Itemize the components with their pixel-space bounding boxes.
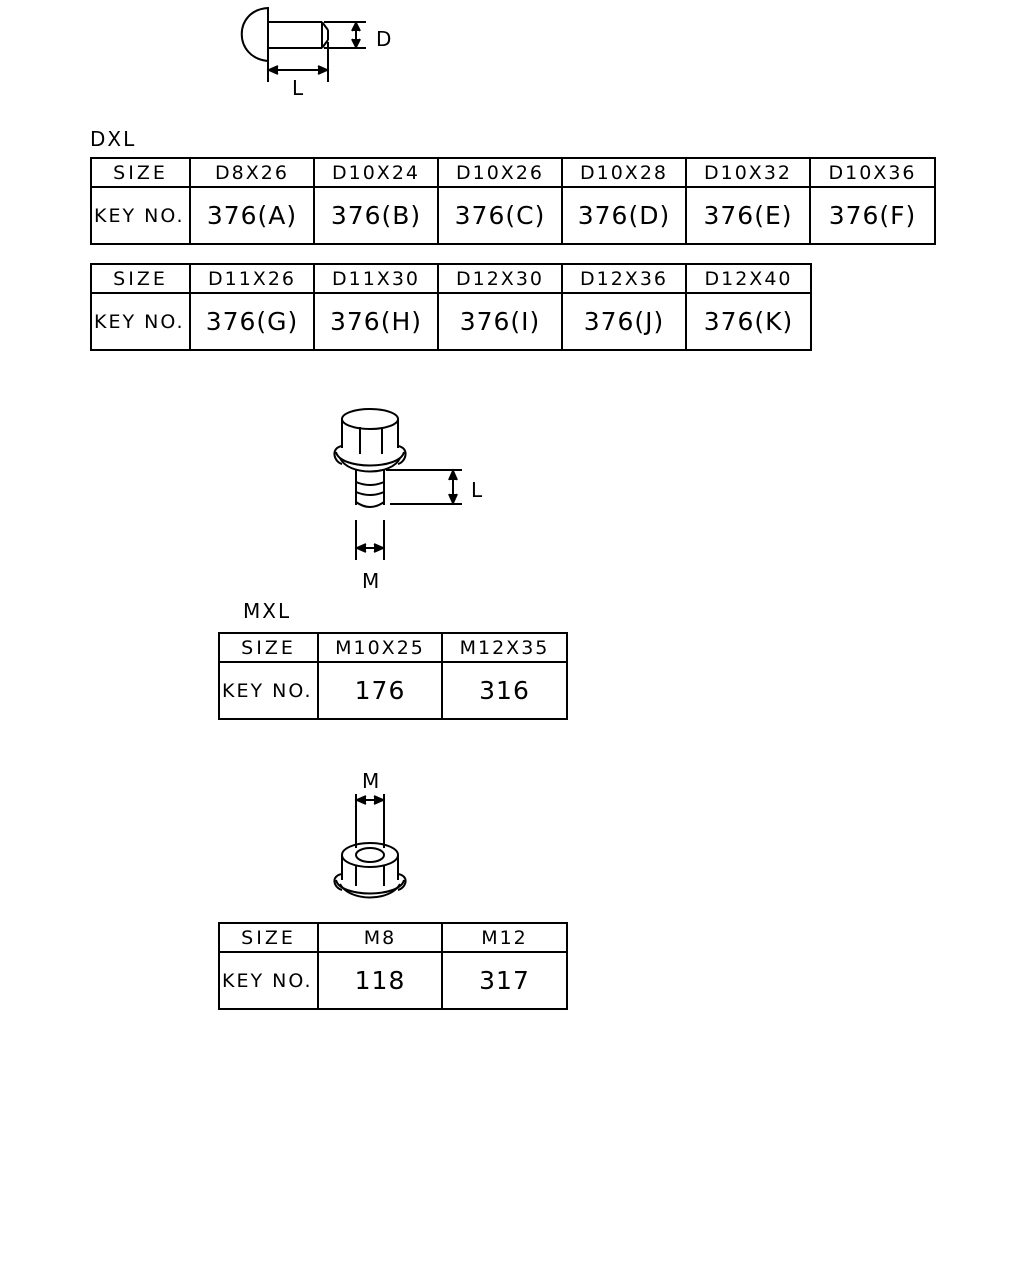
key-no-cell: 316 (441, 661, 568, 720)
bolt-thread-dimension (354, 520, 386, 560)
table-key-row: KEY NO. 376(G) 376(H) 376(I) 376(J) 376(… (90, 292, 812, 351)
bolt-dimension-m-label: M (362, 569, 382, 593)
pin-dimension-l-label: L (292, 76, 306, 100)
key-no-cell: 118 (317, 951, 443, 1010)
flange-bolt-icon (333, 408, 407, 508)
size-header-cell: SIZE (90, 263, 191, 294)
bolt-size-table: SIZE M10X25 M12X35 KEY NO. 176 316 (218, 632, 568, 720)
key-no-cell: 176 (317, 661, 443, 720)
key-no-cell: 376(K) (685, 292, 812, 351)
size-cell: D12X36 (561, 263, 687, 294)
nut-thread-dimension (354, 794, 386, 848)
table-header-row: SIZE M8 M12 (218, 922, 568, 953)
key-no-header-cell: KEY NO. (90, 186, 191, 245)
table-key-row: KEY NO. 118 317 (218, 951, 568, 1010)
size-header-cell: SIZE (218, 632, 319, 663)
size-cell: D10X32 (685, 157, 811, 188)
size-header-cell: SIZE (90, 157, 191, 188)
pin-size-table-2: SIZE D11X26 D11X30 D12X30 D12X36 D12X40 … (90, 263, 812, 351)
bolt-dimension-l-label: L (471, 478, 485, 502)
size-cell: M10X25 (317, 632, 443, 663)
size-cell: D10X24 (313, 157, 439, 188)
key-no-cell: 376(E) (685, 186, 811, 245)
size-cell: D11X26 (189, 263, 315, 294)
key-no-cell: 376(F) (809, 186, 936, 245)
size-cell: D11X30 (313, 263, 439, 294)
bolt-length-dimension (386, 468, 462, 506)
size-cell: D8X26 (189, 157, 315, 188)
size-cell: M8 (317, 922, 443, 953)
key-no-header-cell: KEY NO. (218, 661, 319, 720)
nut-size-table: SIZE M8 M12 KEY NO. 118 317 (218, 922, 568, 1010)
size-cell: M12 (441, 922, 568, 953)
size-cell: M12X35 (441, 632, 568, 663)
key-no-header-cell: KEY NO. (90, 292, 191, 351)
table-header-row: SIZE D11X26 D11X30 D12X30 D12X36 D12X40 (90, 263, 812, 294)
key-no-cell: 376(B) (313, 186, 439, 245)
key-no-cell: 376(C) (437, 186, 563, 245)
nut-dimension-m-label: M (362, 769, 382, 793)
key-no-cell: 376(D) (561, 186, 687, 245)
table-header-row: SIZE M10X25 M12X35 (218, 632, 568, 663)
key-no-cell: 376(H) (313, 292, 439, 351)
pin-caption: DXL (90, 127, 137, 151)
key-no-cell: 317 (441, 951, 568, 1010)
size-cell: D12X30 (437, 263, 563, 294)
table-key-row: KEY NO. 176 316 (218, 661, 568, 720)
round-head-pin-icon (240, 6, 329, 63)
size-cell: D10X26 (437, 157, 563, 188)
pin-size-table-1: SIZE D8X26 D10X24 D10X26 D10X28 D10X32 D… (90, 157, 936, 245)
size-cell: D10X28 (561, 157, 687, 188)
size-header-cell: SIZE (218, 922, 319, 953)
table-header-row: SIZE D8X26 D10X24 D10X26 D10X28 D10X32 D… (90, 157, 936, 188)
key-no-cell: 376(G) (189, 292, 315, 351)
size-cell: D12X40 (685, 263, 812, 294)
key-no-cell: 376(J) (561, 292, 687, 351)
pin-dimension-d-label: D (376, 27, 394, 51)
key-no-cell: 376(A) (189, 186, 315, 245)
bolt-caption: MXL (243, 599, 292, 623)
pin-diameter-dimension (324, 20, 366, 50)
size-cell: D10X36 (809, 157, 936, 188)
pin-length-dimension (266, 42, 330, 82)
key-no-cell: 376(I) (437, 292, 563, 351)
key-no-header-cell: KEY NO. (218, 951, 319, 1010)
flange-nut-icon (333, 842, 407, 899)
table-key-row: KEY NO. 376(A) 376(B) 376(C) 376(D) 376(… (90, 186, 936, 245)
